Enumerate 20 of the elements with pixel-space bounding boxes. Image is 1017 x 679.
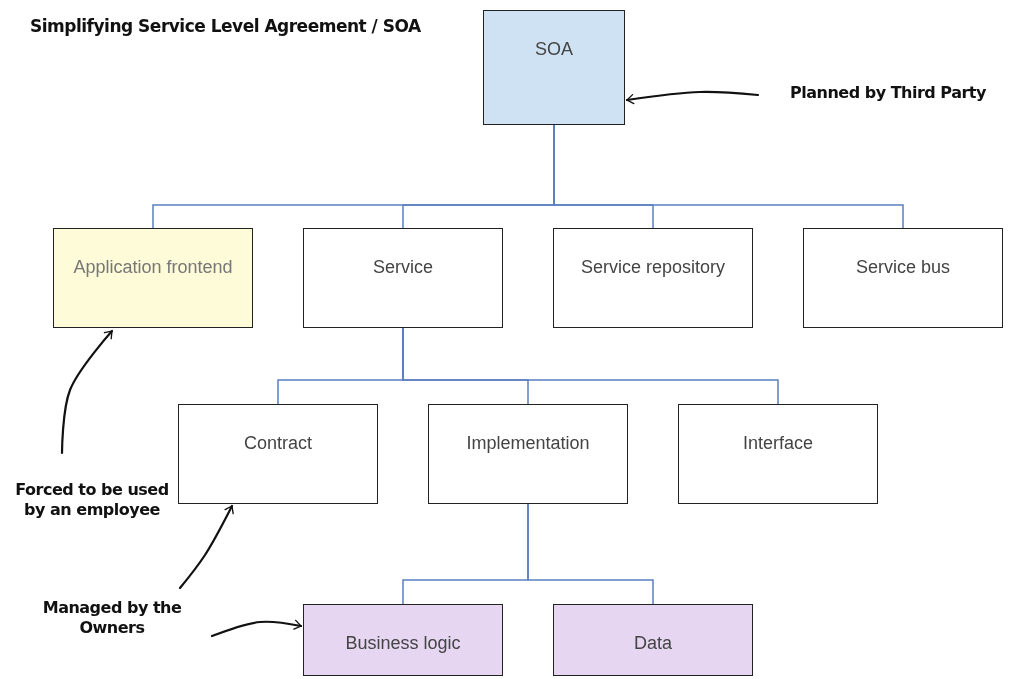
- handwritten-note: Planned by Third Party: [760, 76, 1016, 110]
- process-box: Interface: [678, 404, 878, 504]
- process-box: Service bus: [803, 228, 1003, 328]
- process-box: Application frontend: [53, 228, 253, 328]
- diagram-title: Simplifying Service Level Agreement / SOA: [30, 16, 421, 36]
- handwritten-note: Forced to be used by an employee: [12, 455, 172, 545]
- connector-line: [527, 503, 654, 605]
- process-box: Contract: [178, 404, 378, 504]
- process-box: Implementation: [428, 404, 628, 504]
- arrow: [625, 90, 760, 105]
- arrow: [60, 329, 114, 455]
- process-box: Service repository: [553, 228, 753, 328]
- process-box: Data: [553, 604, 753, 676]
- connector-line: [402, 327, 779, 405]
- process-box: SOA: [483, 10, 625, 125]
- handwritten-note: Managed by the Owners: [14, 588, 210, 648]
- arrow: [178, 504, 234, 590]
- arrow: [210, 619, 303, 638]
- process-box: Service: [303, 228, 503, 328]
- process-box: Business logic: [303, 604, 503, 676]
